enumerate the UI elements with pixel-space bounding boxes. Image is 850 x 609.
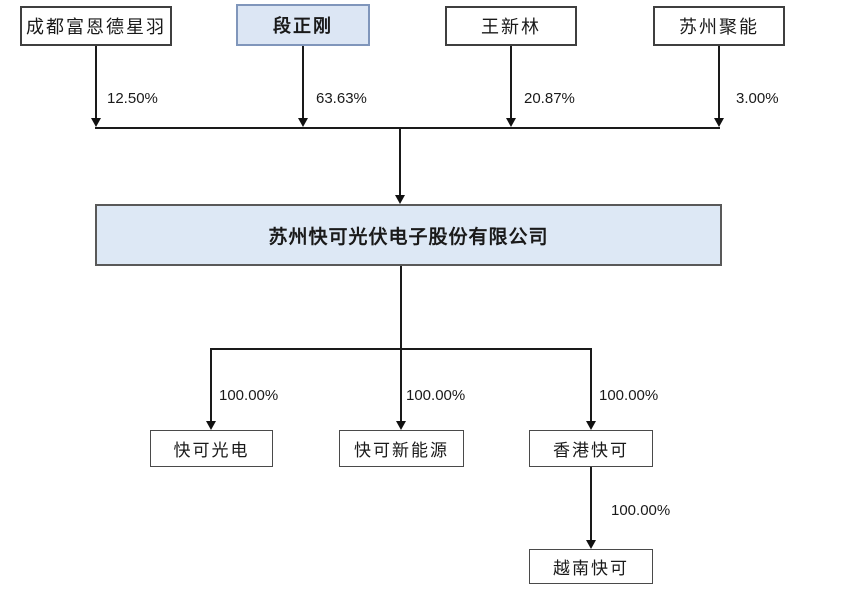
company-name: 苏州快可光伏电子股份有限公司 (268, 226, 549, 248)
connector-line (95, 46, 97, 119)
arrowhead-down-icon (506, 118, 516, 127)
node-kuaike-guangdian: 快可光电 (150, 430, 273, 467)
ownership-label: 100.00% (611, 502, 671, 519)
node-label: 快可新能源 (354, 441, 449, 460)
connector-line (590, 348, 592, 422)
node-label: 快可光电 (173, 441, 250, 460)
connector-line (400, 348, 402, 422)
arrowhead-down-icon (91, 118, 101, 127)
ownership-label: 63.63% (316, 90, 367, 107)
arrowhead-down-icon (396, 421, 406, 430)
ownership-label: 100.00% (599, 387, 659, 404)
connector-line (510, 46, 512, 119)
arrowhead-down-icon (298, 118, 308, 127)
connector-line (590, 467, 592, 540)
connector-line (210, 348, 212, 422)
node-label: 王新林 (481, 17, 541, 37)
node-label: 香港快可 (553, 441, 629, 460)
arrowhead-down-icon (586, 421, 596, 430)
ownership-label: 3.00% (736, 90, 779, 107)
connector-line (302, 46, 304, 119)
node-label: 段正刚 (273, 16, 333, 36)
node-label: 成都富恩德星羽 (26, 17, 166, 37)
arrowhead-down-icon (714, 118, 724, 127)
connector-line (399, 127, 401, 196)
node-wang-xinlin: 王新林 (445, 6, 577, 46)
node-kuaike-xinnengyuan: 快可新能源 (339, 430, 464, 467)
arrowhead-down-icon (586, 540, 596, 549)
ownership-label: 100.00% (406, 387, 466, 404)
connector-line (718, 46, 720, 119)
node-yuenan-kuaike: 越南快可 (529, 549, 653, 584)
ownership-label: 12.50% (107, 90, 158, 107)
node-suzhou-juneng: 苏州聚能 (653, 6, 785, 46)
connector-line (400, 266, 402, 350)
node-xianggang-kuaike: 香港快可 (529, 430, 653, 467)
node-label: 苏州聚能 (679, 17, 759, 37)
ownership-label: 100.00% (219, 387, 279, 404)
connector-line (95, 127, 720, 129)
node-chengdu-fuende-xingyu: 成都富恩德星羽 (20, 6, 172, 46)
arrowhead-down-icon (206, 421, 216, 430)
node-main-company: 苏州快可光伏电子股份有限公司 (95, 204, 722, 266)
ownership-label: 20.87% (524, 90, 575, 107)
node-duan-zhenggang: 段正刚 (236, 4, 370, 46)
arrowhead-down-icon (395, 195, 405, 204)
node-label: 越南快可 (553, 559, 629, 578)
